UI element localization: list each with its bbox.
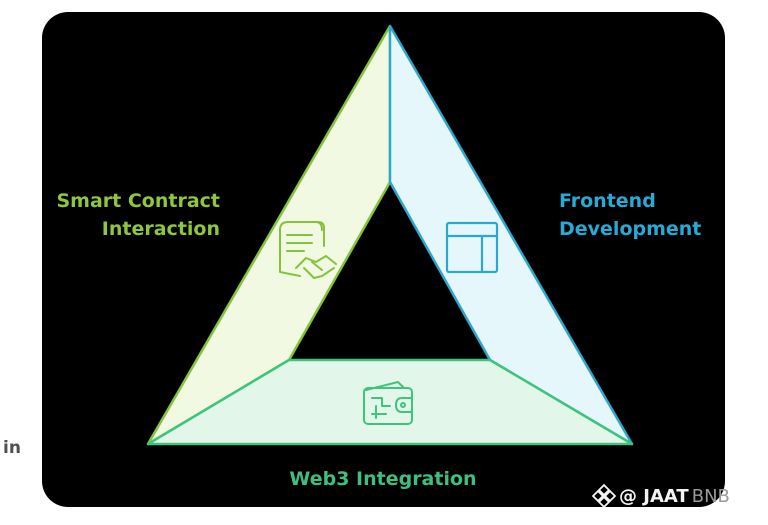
frontend-label: Frontend Development xyxy=(559,187,701,243)
watermark: @ JAAT BNB xyxy=(592,484,730,508)
smart-contract-label-line2: Interaction xyxy=(101,218,220,240)
side-tag: in xyxy=(3,438,21,458)
web3-label-text: Web3 Integration xyxy=(289,468,477,490)
smart-contract-label-line1: Smart Contract xyxy=(56,190,220,212)
watermark-suffix: BNB xyxy=(691,485,730,507)
web3-label: Web3 Integration xyxy=(0,465,766,493)
watermark-prefix: @ JAAT xyxy=(619,485,689,507)
wallet-icon xyxy=(363,381,413,425)
frontend-label-line2: Development xyxy=(559,218,702,240)
frontend-label-line1: Frontend xyxy=(559,190,656,212)
contract-handshake-icon xyxy=(279,221,337,279)
smart-contract-label: Smart Contract Interaction xyxy=(56,187,220,243)
binance-diamond-logo-icon xyxy=(592,484,616,508)
layout-window-icon xyxy=(445,221,499,274)
web3-segment xyxy=(146,358,634,446)
